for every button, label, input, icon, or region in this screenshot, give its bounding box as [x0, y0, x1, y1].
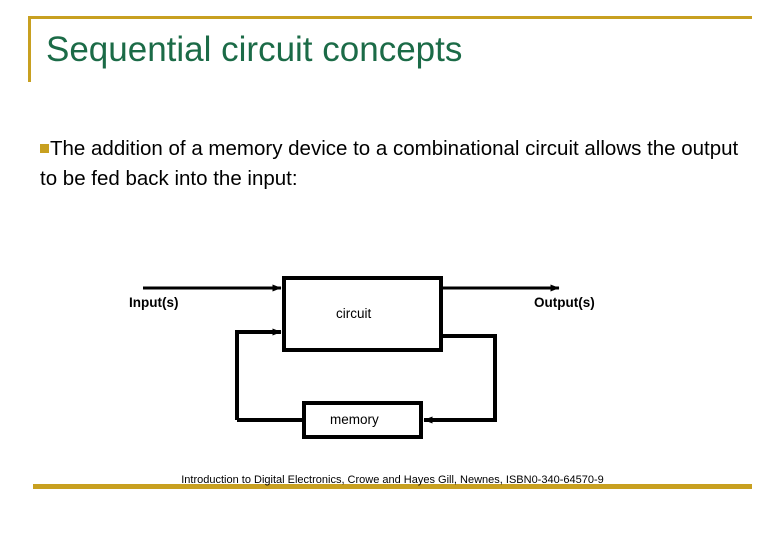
body-bullet-list: The addition of a memory device to a com… — [40, 134, 740, 194]
list-item: The addition of a memory device to a com… — [40, 134, 740, 194]
footer-rule — [33, 484, 752, 489]
memory-block-label: memory — [330, 412, 379, 427]
bullet-text: The addition of a memory device to a com… — [40, 137, 739, 190]
circuit-to-memory-wire — [423, 334, 497, 424]
title-left-rule — [28, 16, 31, 82]
output-label: Output(s) — [534, 295, 595, 310]
memory-to-circuit-wire — [235, 328, 282, 420]
page-title: Sequential circuit concepts — [46, 30, 463, 69]
input-label: Input(s) — [129, 295, 179, 310]
square-bullet-icon — [40, 144, 49, 154]
title-top-rule — [28, 16, 752, 19]
circuit-block-label: circuit — [336, 306, 372, 321]
footer-citation: Introduction to Digital Electronics, Cro… — [181, 474, 604, 486]
